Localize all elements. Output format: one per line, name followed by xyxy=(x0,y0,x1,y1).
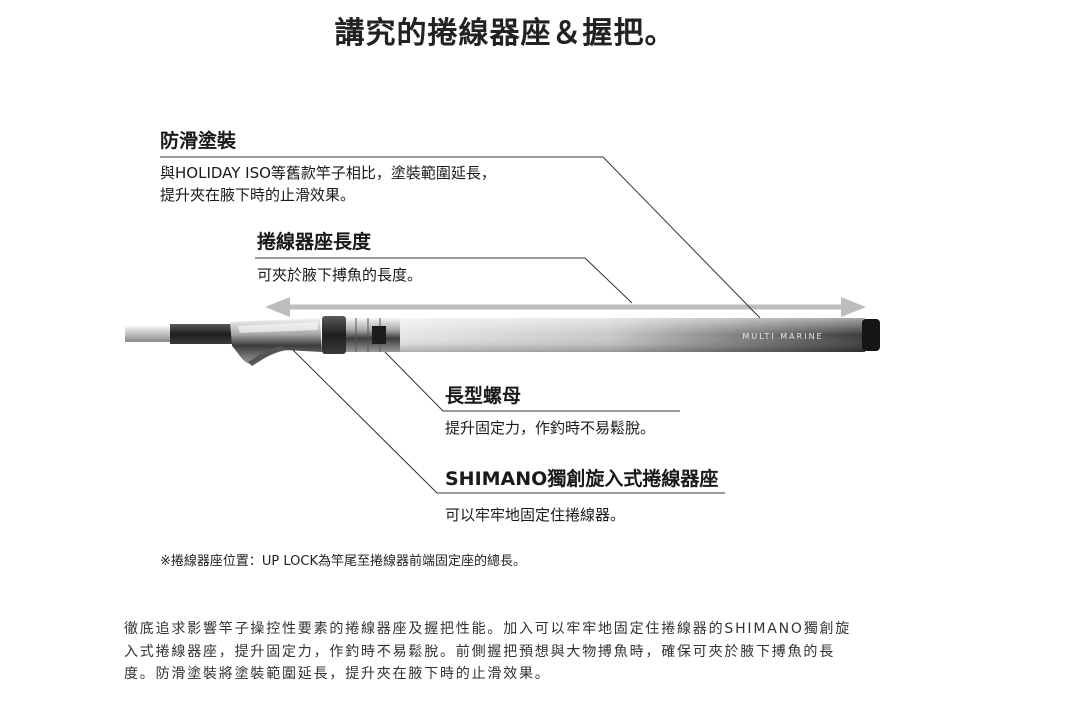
leader-long-nut xyxy=(384,351,680,412)
leader-reel-seat-length xyxy=(255,257,633,304)
antislip-line-2: 提升夾在腋下時的止滑效果。 xyxy=(160,186,356,204)
length-arrow xyxy=(265,297,866,317)
page-title: 講究的捲線器座＆握把。 xyxy=(334,16,676,51)
description: 徹底追求影響竿子操控性要素的捲線器座及握把性能。加入可以牢牢地固定住捲線器的SH… xyxy=(124,618,924,686)
description-line-1: 徹底追求影響竿子操控性要素的捲線器座及握把性能。加入可以牢牢地固定住捲線器的SH… xyxy=(124,621,852,637)
description-line-3: 度。防滑塗裝將塗裝範圍延長，提升夾在腋下時的止滑效果。 xyxy=(124,666,551,682)
butt-cap xyxy=(862,319,880,351)
leader-screw-seat xyxy=(292,349,725,494)
antislip-line-1: 與HOLIDAY ISO等舊款竿子相比，塗裝範圍延長， xyxy=(160,164,496,182)
rod-label: MULTI MARINE xyxy=(742,332,823,341)
screw-seat-line-1: 可以牢牢地固定住捲線器。 xyxy=(445,506,626,524)
long-nut-description: 提升固定力，作釣時不易鬆脫。 xyxy=(445,417,655,439)
antislip-heading: 防滑塗裝 xyxy=(160,130,237,152)
reel-seat-length-heading: 捲線器座長度 xyxy=(257,231,372,253)
leader-antislip xyxy=(160,156,761,319)
footnote: ※捲線器座位置：UP LOCK為竿尾至捲線器前端固定座的總長。 xyxy=(160,554,526,569)
description-line-2: 入式捲線器座，提升固定力，作釣時不易鬆脫。前側握把預想與大物搏魚時，確保可夾於腋… xyxy=(124,643,835,660)
rod: MULTI MARINE xyxy=(125,316,880,366)
leader-lines xyxy=(160,156,761,494)
fore-grip xyxy=(170,324,235,344)
arrow-left-icon xyxy=(265,297,290,317)
rod-blank xyxy=(125,326,180,342)
antislip-description: 與HOLIDAY ISO等舊款竿子相比，塗裝範圍延長， 提升夾在腋下時的止滑效果… xyxy=(160,162,496,206)
lock-nut xyxy=(322,316,346,354)
reel-seat-length-description: 可夾於腋下搏魚的長度。 xyxy=(257,264,422,286)
long-nut-heading: 長型螺母 xyxy=(445,385,522,407)
arrow-right-icon xyxy=(841,297,866,317)
long-nut-line-1: 提升固定力，作釣時不易鬆脫。 xyxy=(445,419,656,437)
reel-seat-length-line-1: 可夾於腋下搏魚的長度。 xyxy=(257,266,423,284)
screw-seat-heading: SHIMANO獨創旋入式捲線器座 xyxy=(445,468,719,490)
screw-seat-description: 可以牢牢地固定住捲線器。 xyxy=(445,504,625,526)
